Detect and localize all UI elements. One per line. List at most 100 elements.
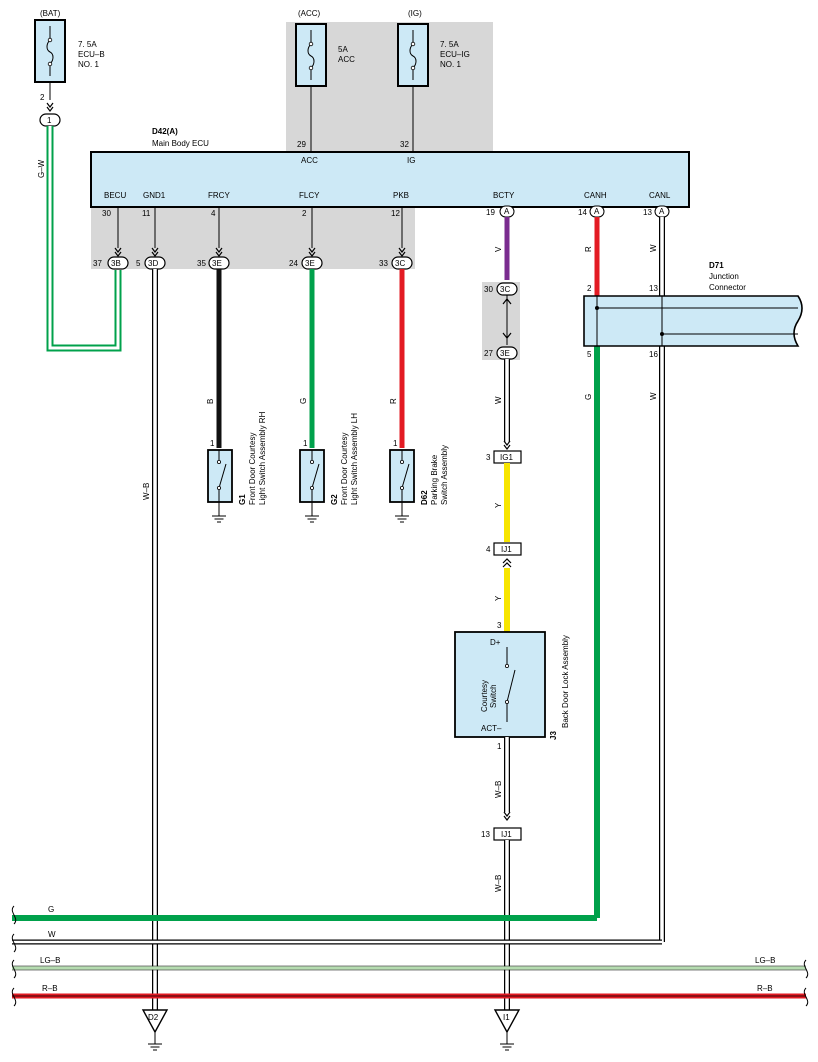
wire-label-w-b: W–B [494,875,503,892]
svg-text:Back Door Lock Assembly: Back Door Lock Assembly [561,635,570,728]
connector-ij1-4 [493,542,522,556]
svg-text:ACT–: ACT– [481,724,502,733]
fuse-supply: (IG) [408,9,422,18]
ground-i1: I1 [493,1009,521,1051]
ecu-terminal: CANL [649,191,671,200]
wire-label-r: R [584,246,593,252]
wire-label-g: G [299,398,308,404]
svg-text:5: 5 [587,350,592,359]
switch-d62-label: D62 Parking Brake Switch Assembly [420,445,449,505]
ecu-name: Main Body ECU [152,139,209,148]
svg-text:Light Switch Assembly RH: Light Switch Assembly RH [258,411,267,505]
svg-text:G2: G2 [330,494,339,505]
svg-text:Front Door Courtesy: Front Door Courtesy [248,433,257,505]
svg-text:I1: I1 [503,1013,510,1022]
svg-text:Connector: Connector [709,283,746,292]
svg-text:D71: D71 [709,261,724,270]
svg-text:IJ1: IJ1 [501,830,512,839]
fuse-rating: 7. 5A [440,40,459,49]
wire-label-w-b: W–B [142,483,151,500]
svg-text:G1: G1 [238,494,247,505]
svg-text:30: 30 [102,209,111,218]
wire-label-y: Y [494,502,503,508]
svg-text:Junction: Junction [709,272,739,281]
svg-text:A: A [594,207,600,216]
wire-label-g-w: G–W [37,159,46,178]
svg-text:3C: 3C [500,285,510,294]
fuse-ecu-b: (BAT) 7. 5A ECU–B NO. 1 [34,9,105,83]
fuse-pin: 29 [297,140,306,149]
fuse-rating: 7. 5A [78,40,97,49]
svg-text:1: 1 [393,439,398,448]
svg-text:3E: 3E [305,259,315,268]
fuse-name: ECU–B [78,50,105,59]
svg-text:Front Door Courtesy: Front Door Courtesy [340,433,349,505]
svg-text:J3: J3 [549,731,558,740]
fuse-rating: 5A [338,45,348,54]
ecu-terminal: FRCY [208,191,230,200]
svg-text:3: 3 [486,453,491,462]
svg-text:Light Switch Assembly LH: Light Switch Assembly LH [350,413,359,505]
svg-text:LG–B: LG–B [40,956,60,965]
svg-text:1: 1 [210,439,215,448]
svg-text:D62: D62 [420,490,429,505]
back-door-label: J3 Back Door Lock Assembly [549,635,570,740]
svg-text:Courtesy: Courtesy [480,680,489,712]
wire-label-g: G [584,394,593,400]
svg-text:IG1: IG1 [500,453,513,462]
back-door-lock-assembly: D+ ACT– Courtesy Switch [454,631,546,738]
ecu-terminal-labels: BECU GND1 FRCY FLCY PKB BCTY CANH CANL [104,191,671,200]
ecu-terminal: PKB [393,191,409,200]
wire-label-v: V [494,246,503,252]
svg-text:4: 4 [486,545,491,554]
svg-text:16: 16 [649,350,658,359]
svg-text:3B: 3B [111,259,121,268]
bus-break-left [11,905,17,1007]
ground-d2: D2 [141,1009,169,1051]
ecu-terminal: BECU [104,191,126,200]
svg-text:G: G [48,905,54,914]
ecu-terminal: BCTY [493,191,515,200]
bus-lg-b: LG–B LG–B [12,956,806,971]
svg-text:3C: 3C [395,259,405,268]
ecu-terminal: GND1 [143,191,166,200]
fuse-supply: (BAT) [40,9,61,18]
svg-text:Switch Assembly: Switch Assembly [440,445,449,505]
fuse-name: ECU–IG [440,50,470,59]
bus-r-b: R–B R–B [12,984,806,999]
svg-text:IJ1: IJ1 [501,545,512,554]
switch-g2-label: G2 Front Door Courtesy Light Switch Asse… [330,413,359,505]
svg-text:3: 3 [497,621,502,630]
svg-text:5: 5 [136,259,141,268]
wire-label-w: W [494,396,503,404]
svg-text:4: 4 [211,209,216,218]
svg-text:D2: D2 [148,1013,159,1022]
svg-text:3D: 3D [148,259,158,268]
svg-text:35: 35 [197,259,206,268]
ecu-lower-connector-area [91,207,415,269]
svg-text:A: A [504,207,510,216]
wire-label-w: W [649,392,658,400]
junction-connector-d71: D71 Junction Connector 2 13 5 16 [583,261,803,359]
fuse-pin: 32 [400,140,409,149]
svg-text:2: 2 [302,209,307,218]
fuse-pin: 2 [40,93,45,102]
junction-connectors-row: 37 3B 5 3D 35 3E 24 3E 33 3C [93,256,413,270]
svg-text:R–B: R–B [42,984,58,993]
main-body-ecu [90,151,690,208]
svg-text:D+: D+ [490,638,501,647]
svg-text:R–B: R–B [757,984,773,993]
svg-text:33: 33 [379,259,388,268]
svg-text:2: 2 [587,284,592,293]
ecu-terminal: CANH [584,191,607,200]
svg-text:12: 12 [391,209,400,218]
svg-text:Parking Brake: Parking Brake [430,454,439,505]
switch-d62 [389,449,415,523]
svg-text:14: 14 [578,208,587,217]
svg-text:11: 11 [142,209,151,218]
bus-w: W [12,930,662,945]
svg-text:19: 19 [486,208,495,217]
ecu-terminal-acc: ACC [301,156,318,165]
wire-label-r: R [389,398,398,404]
svg-text:13: 13 [481,830,490,839]
